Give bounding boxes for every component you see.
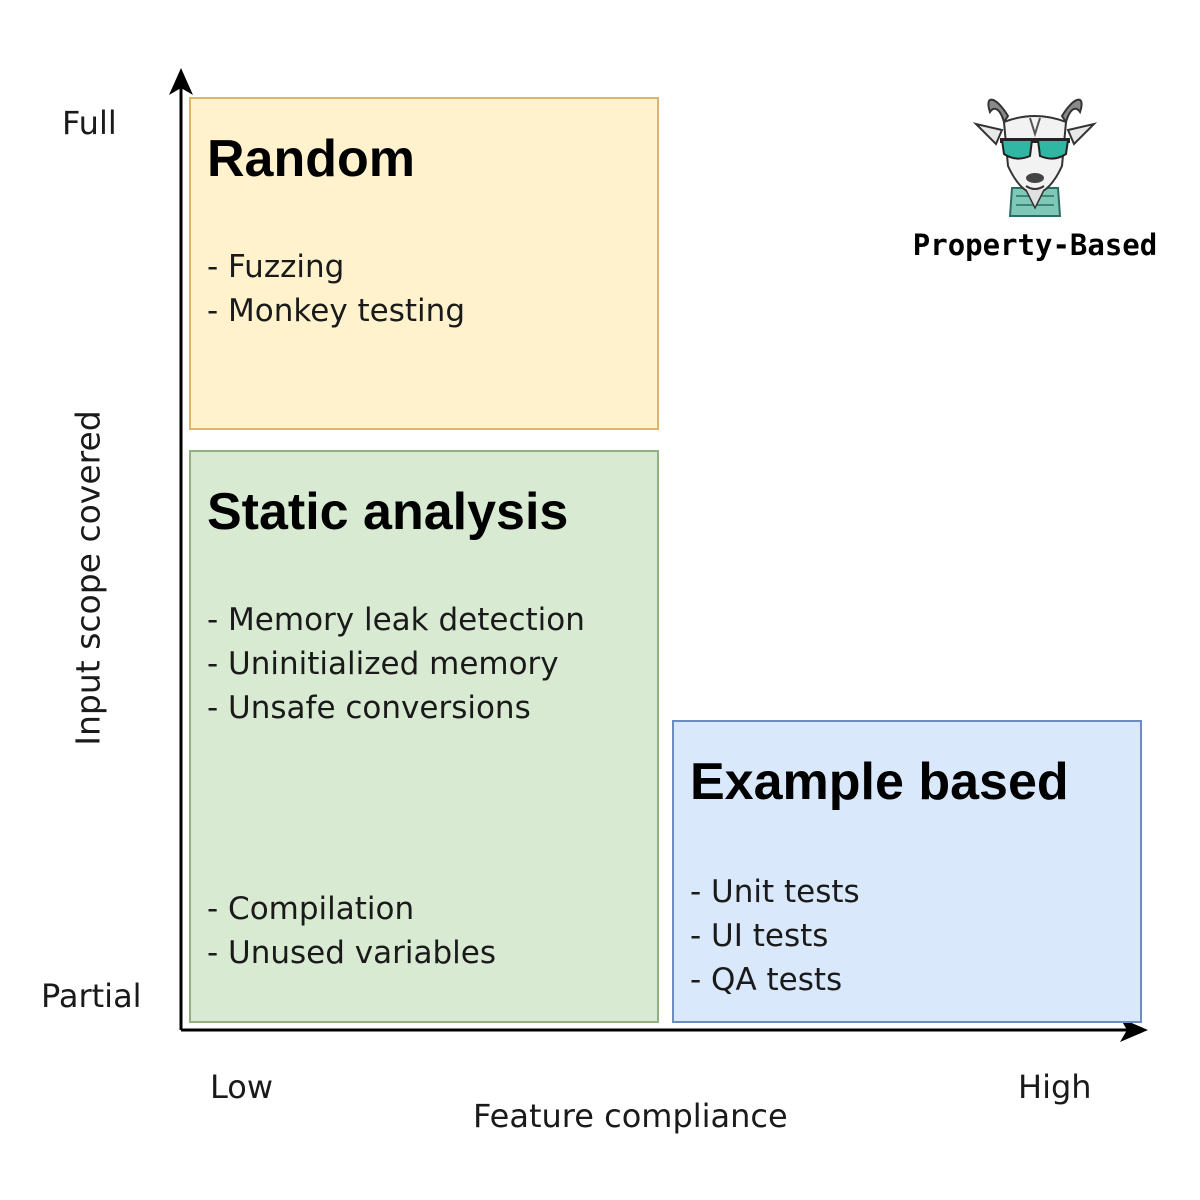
static-analysis-list-1: Memory leak detection Uninitialized memo… — [207, 598, 585, 730]
example-based-list: Unit tests UI tests QA tests — [690, 870, 860, 1002]
x-axis-title: Feature compliance — [473, 1097, 788, 1135]
static-analysis-list-2: Compilation Unused variables — [207, 887, 496, 975]
example-based-box: Example based Unit tests UI tests QA tes… — [672, 720, 1142, 1023]
property-based-logo: Property-Based — [900, 88, 1170, 278]
x-axis-right-label: High — [1018, 1068, 1092, 1106]
logo-caption: Property-Based — [912, 228, 1158, 262]
random-box-title: Random — [207, 130, 415, 188]
list-item: UI tests — [690, 914, 860, 958]
y-axis-top-label: Full — [62, 104, 117, 142]
list-item: Unused variables — [207, 931, 496, 975]
goat-with-sunglasses-icon — [972, 98, 1098, 217]
list-item: Unsafe conversions — [207, 686, 585, 730]
y-axis-title: Input scope covered — [68, 410, 108, 746]
list-item: Monkey testing — [207, 289, 465, 333]
random-box: Random Fuzzing Monkey testing — [189, 97, 659, 430]
lens-right — [1036, 139, 1070, 160]
list-item: Uninitialized memory — [207, 642, 585, 686]
random-box-list: Fuzzing Monkey testing — [207, 245, 465, 333]
y-axis-arrow — [169, 68, 193, 95]
y-axis-bottom-label: Partial — [41, 977, 142, 1015]
list-item: Memory leak detection — [207, 598, 585, 642]
list-item: Compilation — [207, 887, 496, 931]
x-axis-arrow — [1120, 1018, 1148, 1042]
static-analysis-box-title: Static analysis — [207, 483, 569, 541]
x-axis-left-label: Low — [210, 1068, 274, 1106]
static-analysis-box: Static analysis Memory leak detection Un… — [189, 450, 659, 1023]
example-based-box-title: Example based — [690, 753, 1069, 811]
list-item: Unit tests — [690, 870, 860, 914]
list-item: Fuzzing — [207, 245, 465, 289]
lens-left — [1000, 139, 1034, 160]
list-item: QA tests — [690, 958, 860, 1002]
